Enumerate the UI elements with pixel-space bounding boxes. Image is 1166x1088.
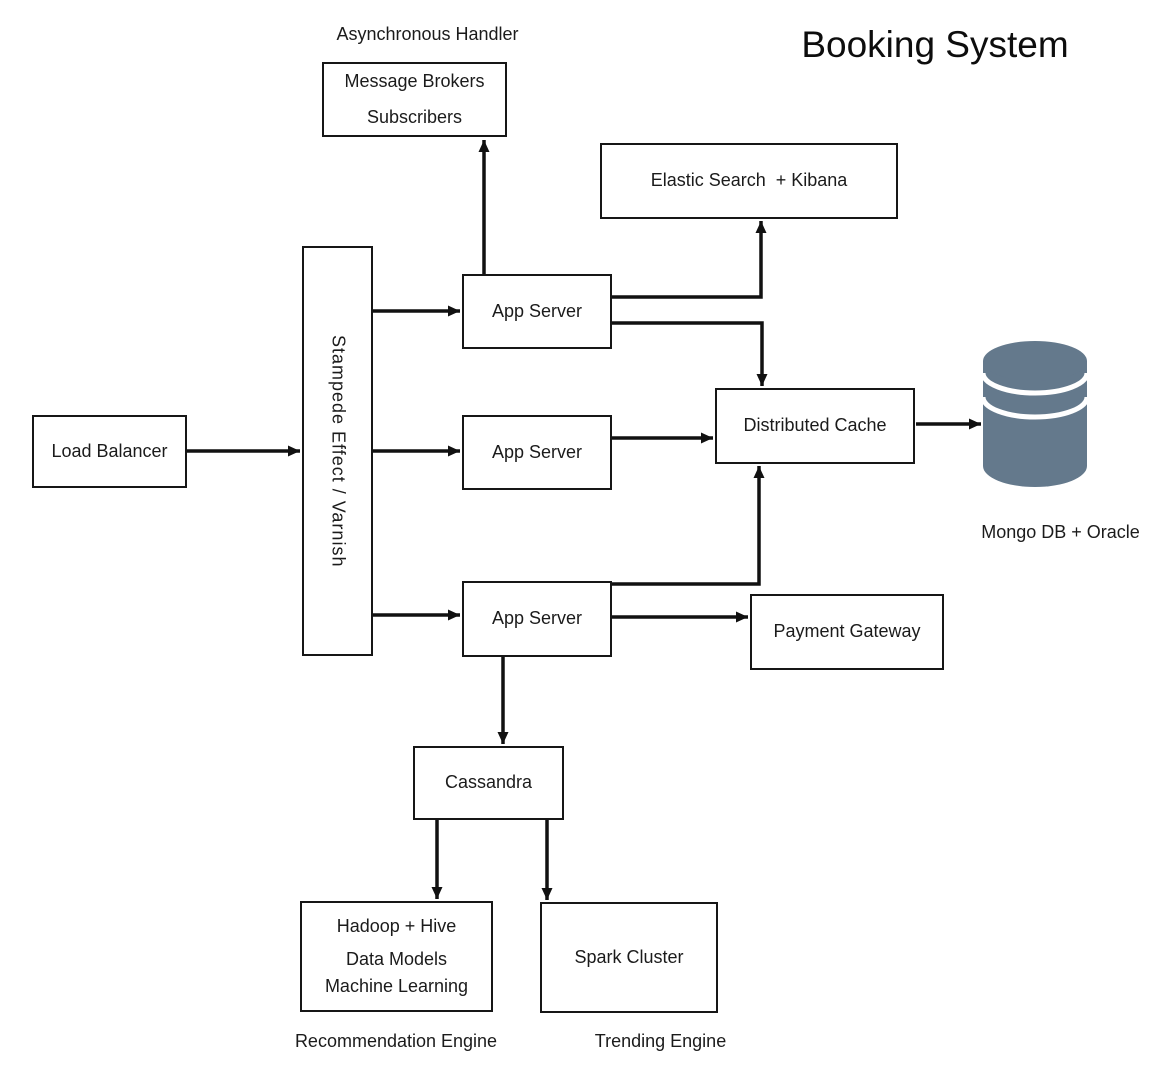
edge-app-server-bottom-to-distributed-cache [611, 466, 765, 586]
hadoop-line3: Machine Learning [324, 975, 469, 996]
database-stripe-1 [981, 372, 1089, 396]
database-icon [981, 341, 1089, 487]
hadoop-line1: Hadoop + Hive [336, 915, 457, 936]
database-stripe-2 [981, 396, 1089, 420]
node-cassandra: Cassandra [413, 746, 564, 820]
node-app-server-top: App Server [462, 274, 612, 349]
app-server-mid-label: App Server [491, 441, 583, 462]
message-brokers-line1: Message Brokers [344, 70, 485, 91]
payment-gateway-label: Payment Gateway [773, 621, 921, 642]
label-mongo-db-oracle: Mongo DB + Oracle [981, 522, 1140, 542]
diagram-title: Booking System [801, 24, 1069, 65]
node-load-balancer: Load Balancer [32, 415, 187, 488]
node-app-server-bottom: App Server [462, 581, 612, 657]
node-app-server-mid: App Server [462, 415, 612, 490]
message-brokers-line2: Subscribers [366, 106, 463, 127]
label-asynchronous-handler: Asynchronous Handler [336, 24, 519, 44]
app-server-top-label: App Server [491, 300, 583, 321]
app-server-bottom-label: App Server [491, 608, 583, 629]
node-payment-gateway: Payment Gateway [750, 594, 944, 670]
node-hadoop-hive: Hadoop + Hive Data Models Machine Learni… [300, 901, 493, 1012]
node-spark-cluster: Spark Cluster [540, 902, 718, 1013]
edge-app-server-top-to-distributed-cache [611, 321, 768, 386]
load-balancer-label: Load Balancer [51, 440, 168, 461]
node-elastic-search-kibana: Elastic Search + Kibana [600, 143, 898, 219]
database-cylinder-top [983, 341, 1087, 381]
edge-app-server-top-to-elastic [611, 221, 767, 299]
distributed-cache-label: Distributed Cache [743, 415, 887, 436]
elastic-search-kibana-label: Elastic Search + Kibana [650, 170, 848, 191]
node-stampede-varnish: Stampede Effect / Varnish [302, 246, 373, 656]
label-trending-engine: Trending Engine [594, 1031, 727, 1051]
node-message-brokers: Message Brokers Subscribers [322, 62, 507, 137]
spark-cluster-label: Spark Cluster [574, 946, 684, 967]
stampede-varnish-label: Stampede Effect / Varnish [328, 334, 349, 568]
node-distributed-cache: Distributed Cache [715, 388, 915, 464]
hadoop-line2: Data Models [345, 949, 448, 970]
cassandra-label: Cassandra [444, 772, 533, 793]
label-recommendation-engine: Recommendation Engine [294, 1031, 498, 1051]
